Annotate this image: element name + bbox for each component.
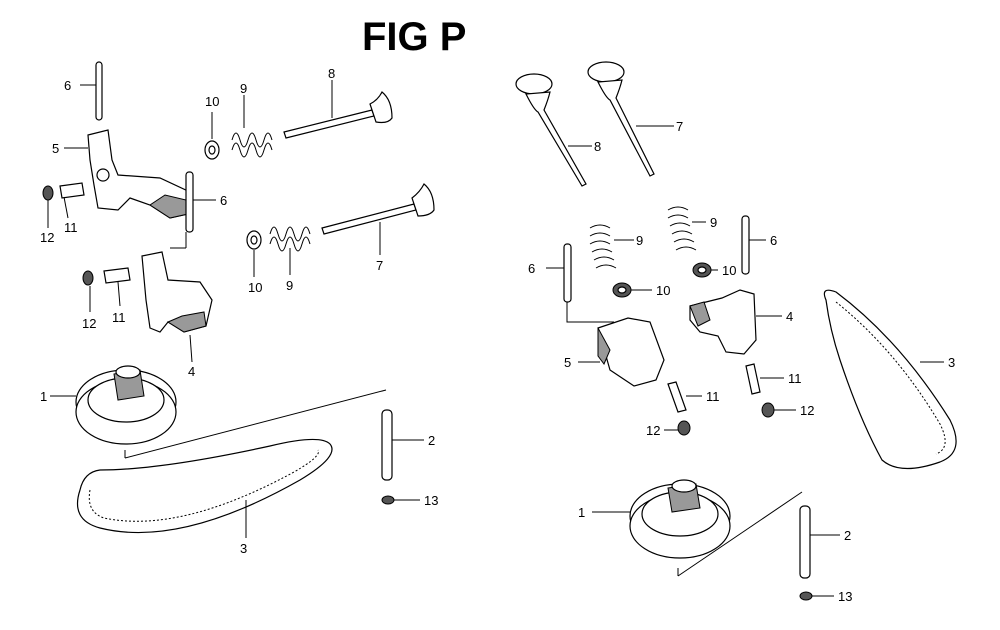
timing-belt-right xyxy=(823,289,957,470)
valve-spring-lower-left xyxy=(269,226,311,275)
callout-6a-left: 6 xyxy=(64,78,71,93)
pushrod-pin-right-a xyxy=(546,243,614,323)
adjuster-nut-upper-left xyxy=(42,185,54,228)
valve-spring-right-b xyxy=(667,206,706,251)
washer-left xyxy=(381,495,420,505)
callout-5-left: 5 xyxy=(52,141,59,156)
callout-10b-left: 10 xyxy=(248,280,262,295)
callout-6b-left: 6 xyxy=(220,193,227,208)
callout-12a-right: 12 xyxy=(646,423,660,438)
callout-9a-right: 9 xyxy=(636,233,643,248)
callout-5-right: 5 xyxy=(564,355,571,370)
callout-11a-left: 11 xyxy=(64,220,78,235)
callout-10a-left: 10 xyxy=(205,94,219,109)
adjuster-nut-lower-left xyxy=(82,270,94,312)
callout-8-left: 8 xyxy=(328,66,335,81)
camshaft-pin-left xyxy=(124,389,424,481)
spring-retainer-upper-left xyxy=(204,112,220,160)
valve-upper-left xyxy=(283,80,393,139)
callout-9b-left: 9 xyxy=(286,278,293,293)
spring-retainer-right-a xyxy=(612,282,652,298)
timing-pulley-left xyxy=(50,365,177,445)
callout-2-right: 2 xyxy=(844,528,851,543)
callout-6a-right: 6 xyxy=(528,261,535,276)
callout-13-left: 13 xyxy=(424,493,438,508)
callout-8-right: 8 xyxy=(594,139,601,154)
callout-6b-right: 6 xyxy=(770,233,777,248)
callout-11b-right: 11 xyxy=(788,371,802,386)
timing-belt-left xyxy=(76,438,333,538)
callout-11b-left: 11 xyxy=(112,310,126,325)
callout-12b-right: 12 xyxy=(800,403,814,418)
callout-7-left: 7 xyxy=(376,258,383,273)
pushrod-pin-right-b xyxy=(741,215,766,275)
valve-spring-upper-left xyxy=(231,95,273,158)
callout-12b-left: 12 xyxy=(82,316,96,331)
rocker-arm-right xyxy=(689,289,782,355)
valve-right-7 xyxy=(587,61,674,177)
rocker-arm-upper-left xyxy=(64,129,191,219)
callout-9b-right: 9 xyxy=(710,215,717,230)
valve-spring-right-a xyxy=(589,224,634,269)
adjuster-screw-upper-left xyxy=(59,182,85,219)
spring-retainer-right-b xyxy=(692,262,718,278)
valve-lower-left xyxy=(321,183,435,255)
rocker-arm-right-5 xyxy=(578,317,665,387)
adjuster-nut-right-a xyxy=(664,420,691,436)
callout-10a-right: 10 xyxy=(656,283,670,298)
pushrod-pin-upper-left xyxy=(80,61,103,121)
left-assembly: 6 5 12 11 10 9 8 6 10 9 7 12 11 4 1 2 3 … xyxy=(40,61,438,556)
callout-4-left: 4 xyxy=(188,364,195,379)
timing-pulley-right xyxy=(592,479,731,559)
callout-9a-left: 9 xyxy=(240,81,247,96)
camshaft-pin-right xyxy=(677,491,840,579)
washer-right xyxy=(799,591,834,601)
callout-10b-right: 10 xyxy=(722,263,736,278)
pushrod-pin-middle-left xyxy=(185,171,216,233)
callout-13-right: 13 xyxy=(838,589,852,604)
adjuster-screw-right-b xyxy=(745,363,784,395)
callout-7-right: 7 xyxy=(676,119,683,134)
adjuster-nut-right-b xyxy=(761,402,796,418)
rocker-arm-lower-left xyxy=(141,232,213,363)
callout-12a-left: 12 xyxy=(40,230,54,245)
figure-title: FIG P xyxy=(362,15,466,59)
callout-1-right: 1 xyxy=(578,505,585,520)
adjuster-screw-right-a xyxy=(667,381,702,413)
callout-1-left: 1 xyxy=(40,389,47,404)
callout-4-right: 4 xyxy=(786,309,793,324)
callout-3-left: 3 xyxy=(240,541,247,556)
valve-right-8 xyxy=(515,73,592,187)
right-assembly: 8 7 9 9 6 6 10 10 4 5 11 11 12 12 3 1 2 … xyxy=(515,61,957,604)
callout-3-right: 3 xyxy=(948,355,955,370)
callout-11a-right: 11 xyxy=(706,389,720,404)
callout-2-left: 2 xyxy=(428,433,435,448)
spring-retainer-lower-left xyxy=(246,230,262,277)
adjuster-screw-lower-left xyxy=(103,267,131,307)
